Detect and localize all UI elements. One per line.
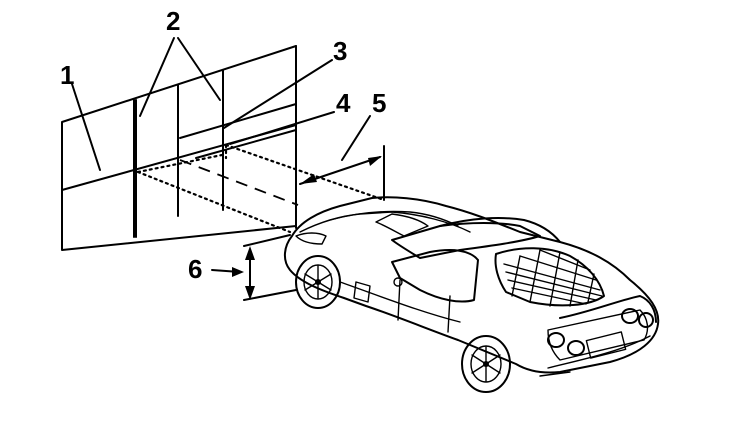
distance-arrow-left bbox=[300, 174, 317, 184]
car-side-crease bbox=[339, 281, 461, 323]
callout-3: 3 bbox=[333, 36, 347, 66]
leader-1 bbox=[71, 83, 101, 171]
aim-line-lower bbox=[195, 129, 297, 159]
car-rear-window-hatching bbox=[503, 249, 603, 307]
leader-5 bbox=[341, 115, 371, 161]
car-roof bbox=[439, 217, 561, 243]
car-taillight-2 bbox=[567, 340, 585, 356]
projection-lines bbox=[136, 143, 386, 234]
car-rear-window bbox=[494, 247, 605, 307]
leader-6-arrowhead bbox=[232, 267, 244, 277]
callout-6: 6 bbox=[188, 254, 202, 284]
leader-3 bbox=[223, 59, 333, 129]
lower-projection-dotted bbox=[136, 170, 292, 234]
aim-line-upper bbox=[179, 103, 297, 139]
height-arrow-bottom bbox=[245, 286, 255, 300]
centerline-dashed bbox=[179, 159, 299, 206]
car-side-window bbox=[391, 249, 479, 303]
vehicle-illustration bbox=[284, 196, 660, 393]
height-extension-bottom bbox=[243, 289, 297, 301]
car-rear-wheel bbox=[461, 335, 511, 393]
car-exhaust bbox=[539, 371, 571, 377]
car-rear-bumper bbox=[547, 335, 651, 369]
height-extension-top bbox=[243, 234, 291, 247]
aiming-screen bbox=[61, 45, 297, 251]
car-windshield bbox=[391, 222, 541, 259]
car-hood-center bbox=[329, 210, 459, 227]
upper-projection-dotted-right bbox=[224, 143, 386, 202]
car-side-vent bbox=[353, 281, 371, 303]
upper-projection-dotted-left bbox=[136, 153, 224, 174]
callout-5: 5 bbox=[372, 88, 386, 118]
height-arrow-top bbox=[245, 246, 255, 260]
car-headlamp bbox=[295, 232, 327, 245]
car-front-wheel bbox=[295, 255, 341, 309]
leader-2b bbox=[177, 37, 221, 101]
car-body-outline bbox=[284, 196, 660, 374]
leader-4 bbox=[229, 111, 335, 145]
car-hood bbox=[299, 211, 471, 233]
car-taillight-4 bbox=[638, 312, 654, 328]
car-taillight-1 bbox=[547, 332, 565, 348]
car-door-line bbox=[397, 279, 451, 333]
car-taillight-3 bbox=[621, 308, 639, 324]
callout-1: 1 bbox=[60, 60, 74, 90]
callout-4: 4 bbox=[336, 88, 351, 118]
callout-2: 2 bbox=[166, 6, 180, 36]
distance-arrow-right bbox=[368, 156, 382, 166]
car-tail bbox=[559, 295, 657, 323]
leader-lines bbox=[71, 37, 371, 277]
car-license-plate bbox=[585, 331, 627, 359]
height-dimension bbox=[243, 234, 297, 301]
distance-dimension bbox=[299, 145, 385, 201]
car-mirror bbox=[393, 277, 403, 287]
leader-2a bbox=[139, 37, 175, 117]
car-tail-panel bbox=[547, 309, 649, 361]
